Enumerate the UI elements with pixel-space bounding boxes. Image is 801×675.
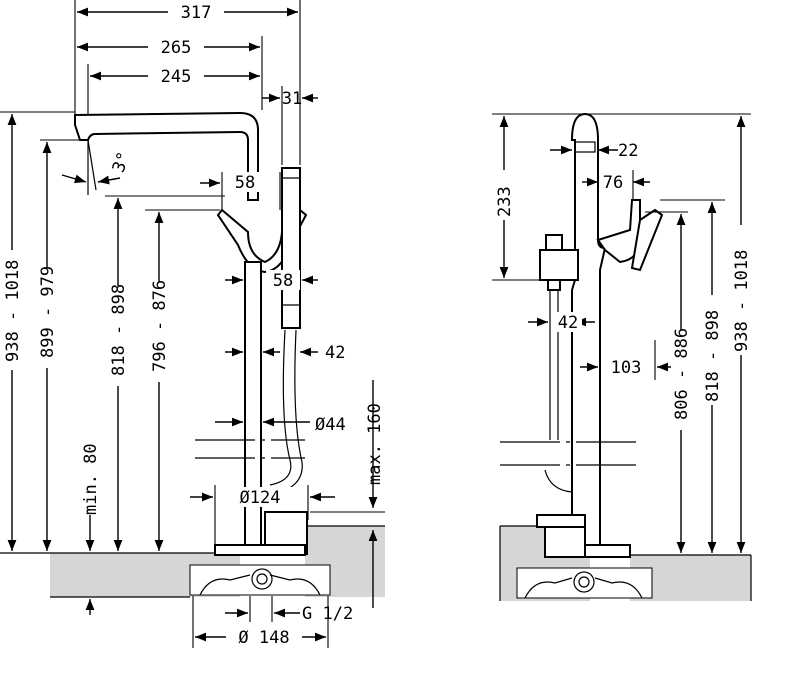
dim-dia44: Ø44: [315, 415, 346, 435]
valve-cap: [545, 234, 563, 251]
dim-58-top: 58: [235, 173, 255, 193]
dim-317: 317: [181, 3, 212, 23]
spout: [74, 111, 259, 201]
base-plate-right: [584, 544, 631, 558]
hose: [269, 329, 292, 486]
dim-min80: min. 80: [81, 443, 101, 515]
dim-818-right: 818 - 898: [703, 310, 723, 402]
dim-42-left: 42: [325, 343, 345, 363]
dim-76: 76: [603, 173, 623, 193]
dim-angle: 3°: [109, 149, 135, 175]
dim-dia148: Ø 148: [238, 628, 289, 648]
spout-side: [570, 112, 607, 556]
left-view: 317 265 245 31 3° 58: [0, 0, 385, 648]
dim-899: 899 - 979: [38, 266, 58, 358]
dim-818-left: 818 - 898: [109, 284, 129, 376]
dim-103: 103: [611, 358, 642, 378]
dim-max160: max. 160: [365, 403, 385, 485]
dim-dia124: Ø124: [240, 488, 281, 508]
dim-42-right: 42: [558, 313, 578, 333]
dim-233: 233: [495, 186, 515, 217]
column: [244, 261, 262, 553]
valve-stem: [547, 279, 561, 291]
base-upper: [536, 514, 586, 528]
rough-in-box: [189, 564, 331, 596]
dim-938-left: 938 - 1018: [3, 260, 23, 362]
base-riser-right: [544, 526, 586, 558]
dim-58-mid: 58: [273, 271, 293, 291]
dim-22: 22: [618, 141, 638, 161]
dim-31: 31: [282, 89, 302, 109]
base-plate: [214, 544, 306, 556]
dim-265: 265: [161, 38, 192, 58]
dim-806: 806 - 886: [672, 328, 692, 420]
dim-796: 796 - 876: [150, 280, 170, 372]
valve-block: [539, 249, 579, 281]
hand-shower-holder: [281, 167, 301, 329]
dim-245: 245: [161, 67, 192, 87]
right-view: 233 22 76 42: [492, 112, 752, 601]
dim-938-right: 938 - 1018: [732, 250, 752, 352]
